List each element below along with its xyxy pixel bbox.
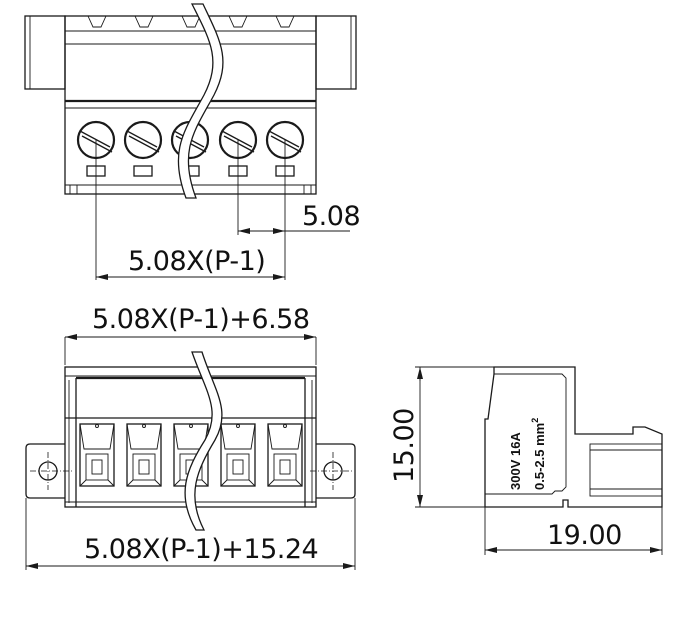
wire-entry-icon <box>267 423 303 487</box>
mounting-hole-icon <box>30 452 72 490</box>
front-view: 5.08X(P-1)+6.58 <box>25 304 356 570</box>
wire-entry-icon <box>126 423 162 487</box>
top-view: 5.08 5.08X(P-1) <box>24 3 361 280</box>
body-width-dimension: 5.08X(P-1)+6.58 <box>64 304 317 365</box>
overall-width-dimension: 5.08X(P-1)+15.24 <box>25 498 356 570</box>
wire-entry-icon <box>79 423 115 487</box>
right-mounting-ear <box>316 443 356 499</box>
height-dimension: 15.00 <box>389 366 494 508</box>
side-profile <box>484 366 663 508</box>
wire-entry-icon <box>220 423 256 487</box>
side-view: 300V 16A 0.5-2.5 mm2 15.00 19.00 <box>389 366 663 555</box>
voltage-current-rating: 300V 16A <box>508 432 523 490</box>
rating-label: 300V 16A <box>508 432 523 490</box>
top-notches <box>87 15 295 28</box>
top-body <box>64 15 317 195</box>
left-flange <box>24 15 66 90</box>
pitch-dimension: 5.08 <box>237 140 361 280</box>
span-label: 5.08X(P-1) <box>128 246 265 277</box>
break-line <box>177 3 224 199</box>
pitch-label: 5.08 <box>302 201 360 232</box>
depth-label: 19.00 <box>547 520 622 551</box>
depth-dimension: 19.00 <box>484 507 663 555</box>
right-flange <box>315 15 357 90</box>
overall-width-label: 5.08X(P-1)+15.24 <box>84 534 318 565</box>
screw-icon <box>123 120 163 177</box>
left-mounting-ear <box>25 443 65 499</box>
mounting-hole-icon <box>310 452 352 490</box>
wire-range-label: 0.5-2.5 mm2 <box>530 418 547 490</box>
height-label: 15.00 <box>389 408 420 483</box>
break-line <box>184 351 223 531</box>
wire-openings <box>79 423 303 487</box>
wire-range: 0.5-2.5 mm2 <box>530 418 547 490</box>
span-dimension: 5.08X(P-1) <box>95 140 285 280</box>
body-width-label: 5.08X(P-1)+6.58 <box>92 304 310 335</box>
